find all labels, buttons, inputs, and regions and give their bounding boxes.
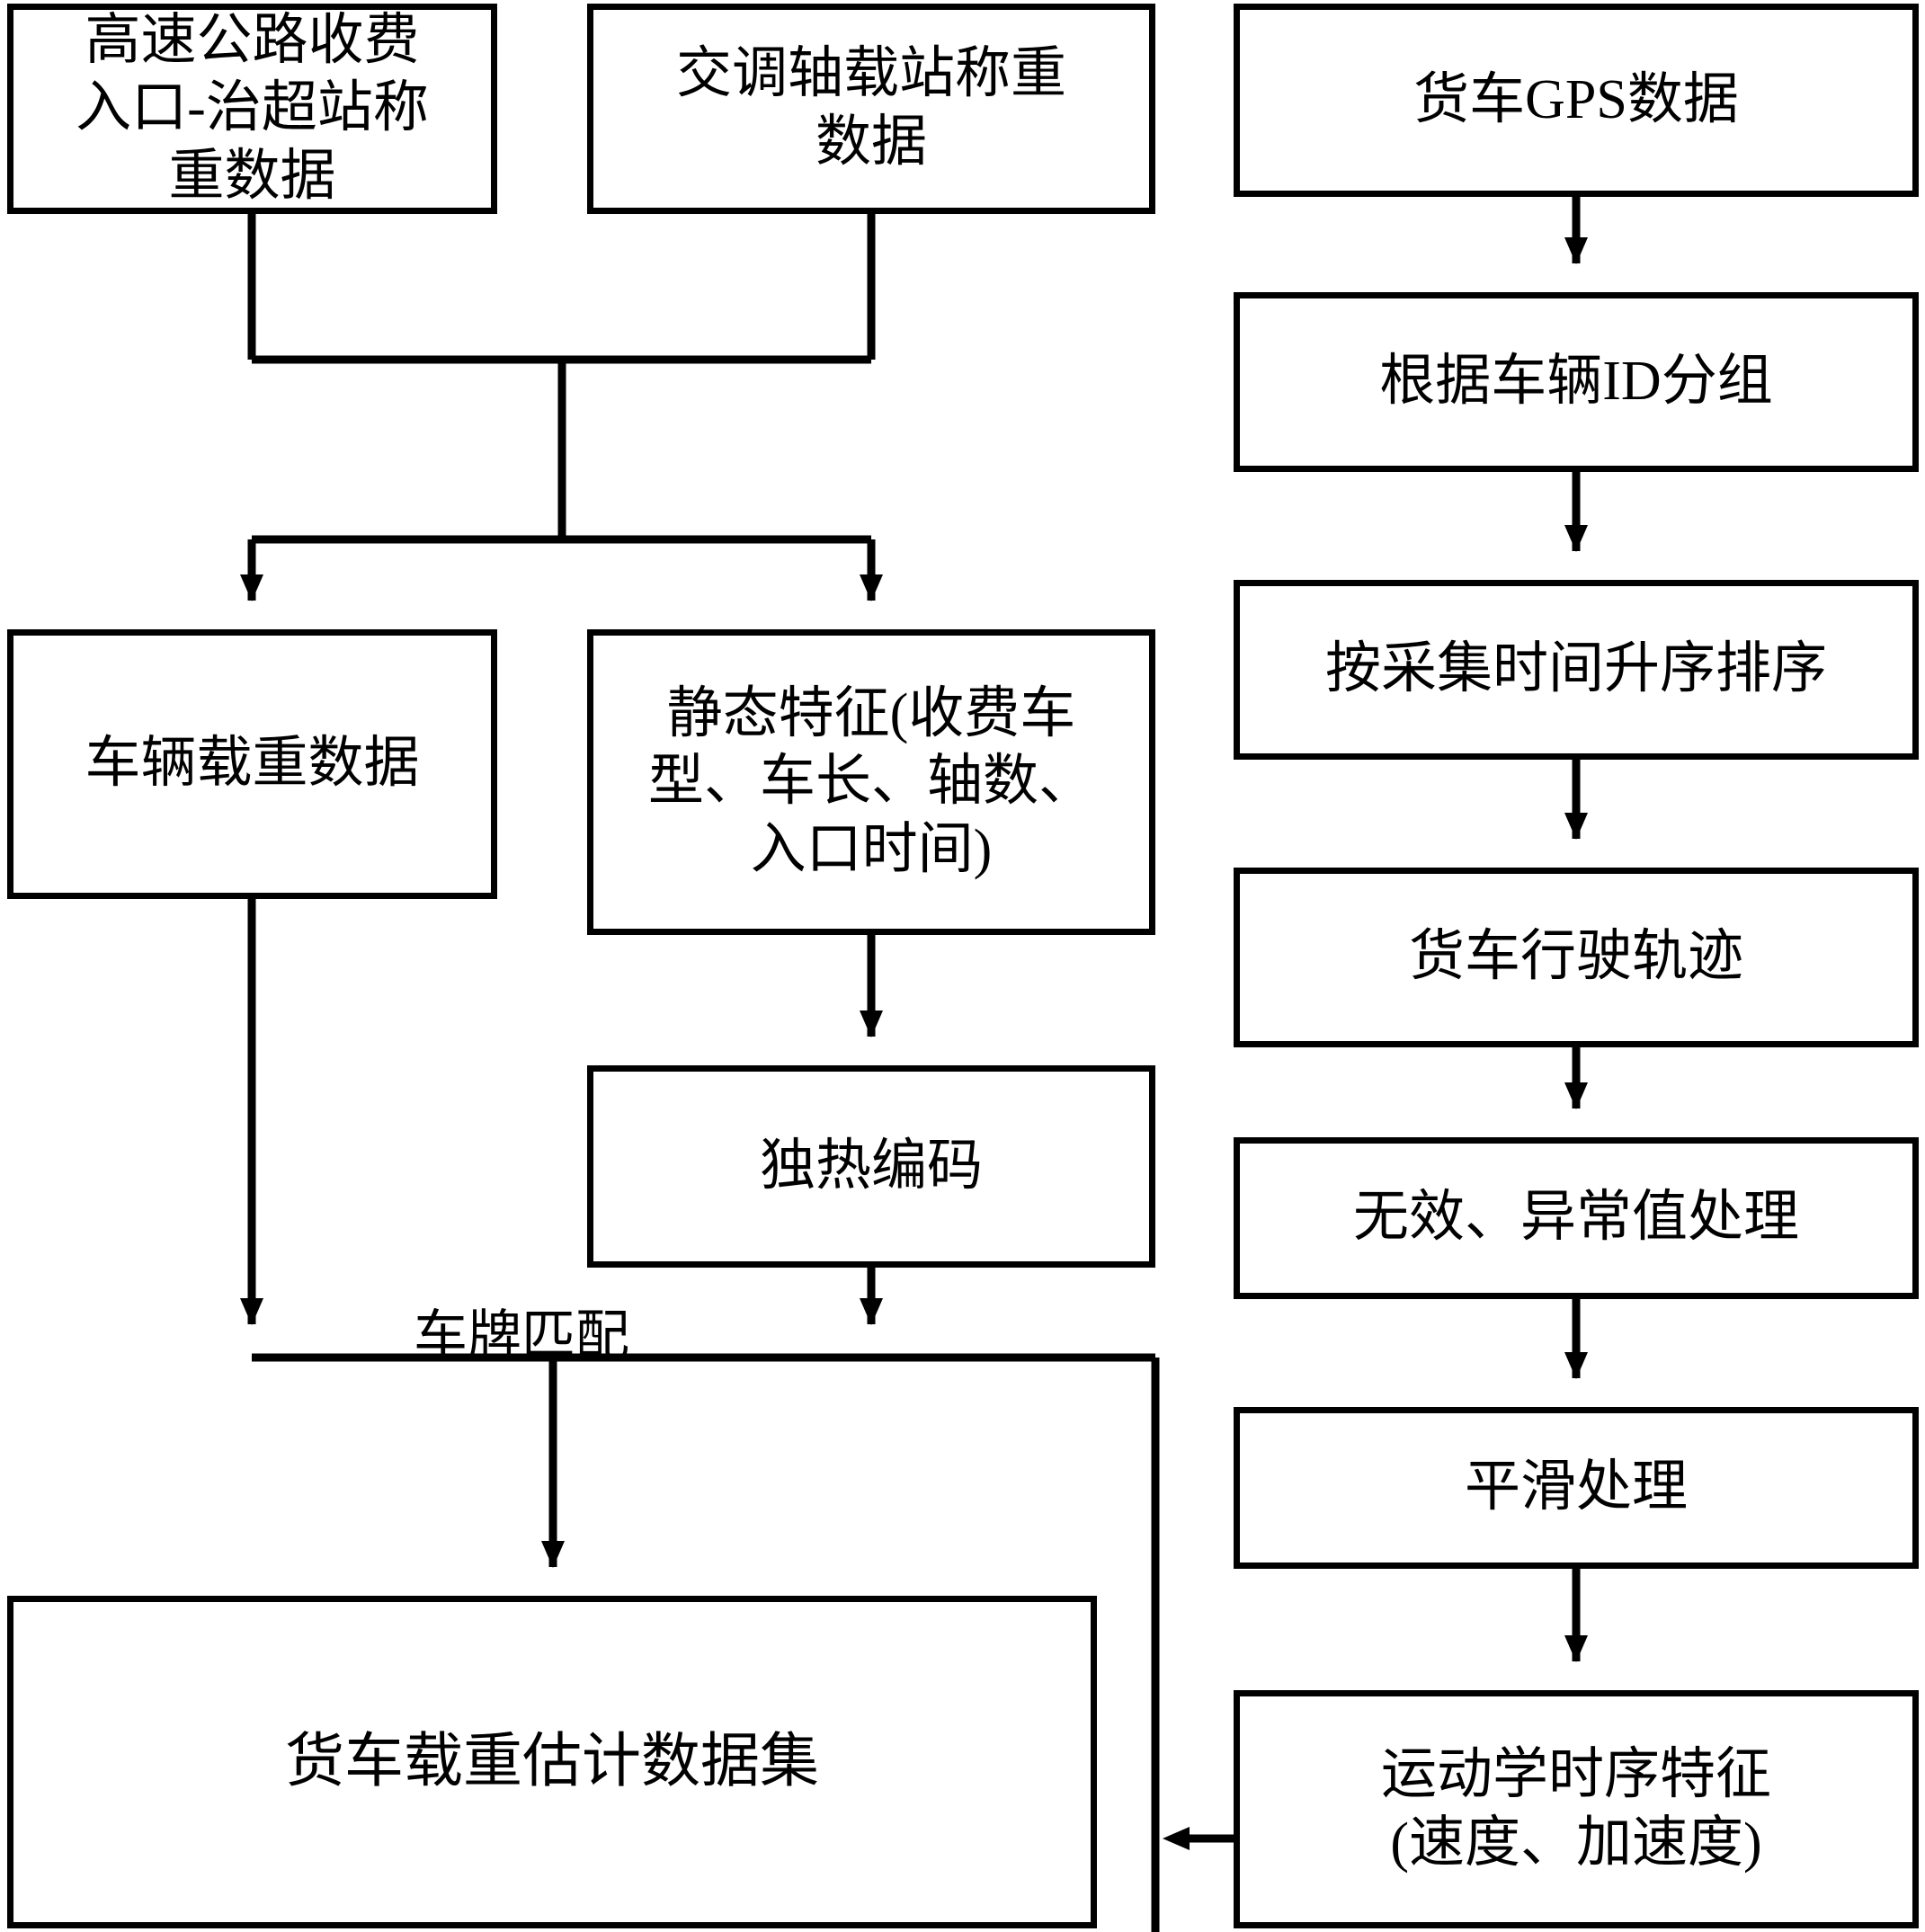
node-invalid-outlier-handling-label: 无效、异常值处理 xyxy=(1352,1187,1799,1249)
node-sort-by-collect-time[interactable]: 按采集时间升序排序 xyxy=(1234,580,1919,760)
node-group-by-vehicle-id[interactable]: 根据车辆ID分组 xyxy=(1234,292,1919,472)
node-static-features[interactable]: 静态特征(收费车 型、车长、轴数、 入口时间) xyxy=(587,629,1155,935)
node-vehicle-load-data-label: 车辆载重数据 xyxy=(85,733,420,795)
node-axle-station-weight-label: 交调轴载站称重 数据 xyxy=(675,43,1066,173)
node-truck-load-dataset[interactable]: 货车载重估计数据集 xyxy=(7,1596,1097,1928)
node-toll-entry-weight-label: 高速公路收费 入口-治超站称 重数据 xyxy=(76,9,429,207)
node-toll-entry-weight[interactable]: 高速公路收费 入口-治超站称 重数据 xyxy=(7,4,497,214)
node-smoothing-label: 平滑处理 xyxy=(1464,1456,1688,1518)
node-onehot-encoding[interactable]: 独热编码 xyxy=(587,1065,1155,1268)
node-kinematic-features[interactable]: 运动学时序特征 (速度、加速度) xyxy=(1234,1690,1919,1928)
node-sort-by-collect-time-label: 按采集时间升序排序 xyxy=(1324,638,1827,700)
node-truck-gps-data[interactable]: 货车GPS数据 xyxy=(1234,4,1919,197)
node-truck-load-dataset-label: 货车载重估计数据集 xyxy=(285,1728,819,1794)
node-vehicle-load-data[interactable]: 车辆载重数据 xyxy=(7,629,497,899)
node-axle-station-weight[interactable]: 交调轴载站称重 数据 xyxy=(587,4,1155,214)
node-truck-trajectory-label: 货车行驶轨迹 xyxy=(1408,926,1743,988)
node-truck-gps-data-label: 货车GPS数据 xyxy=(1413,68,1739,130)
node-kinematic-features-label: 运动学时序特征 (速度、加速度) xyxy=(1380,1743,1771,1874)
node-truck-trajectory[interactable]: 货车行驶轨迹 xyxy=(1234,868,1919,1047)
node-static-features-label: 静态特征(收费车 型、车长、轴数、 入口时间) xyxy=(647,682,1094,880)
node-onehot-encoding-label: 独热编码 xyxy=(759,1135,983,1197)
node-smoothing[interactable]: 平滑处理 xyxy=(1234,1407,1919,1569)
node-invalid-outlier-handling[interactable]: 无效、异常值处理 xyxy=(1234,1137,1919,1299)
node-group-by-vehicle-id-label: 根据车辆ID分组 xyxy=(1379,351,1773,413)
edge-label-plate-match: 车牌匹配 xyxy=(414,1306,629,1366)
